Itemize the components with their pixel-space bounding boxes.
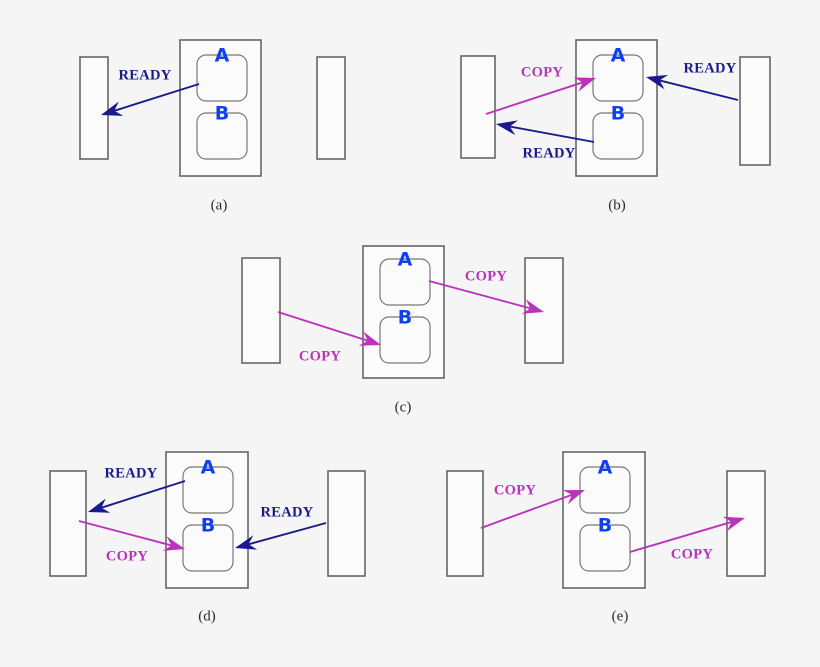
panel-b-arrow-ready-2[interactable]: READY [496, 120, 595, 161]
panel-b-left-host-bar[interactable] [460, 55, 496, 159]
panel-b-arrow-head-1 [646, 74, 669, 90]
panel-e-bottom-node-box[interactable] [579, 524, 631, 572]
panel-e-top-node-box[interactable] [579, 466, 631, 514]
panel-e: A B COPY COPY (e) [446, 451, 766, 624]
panel-a-arrow-head-0 [101, 101, 124, 116]
panel-e-top-node-label: A [598, 457, 613, 479]
panel-a-bottom-node-label: B [215, 103, 229, 125]
panel-a-caption: (a) [211, 197, 228, 213]
panel-b-arrow-shaft-0 [485, 81, 584, 115]
panel-e-arrow-shaft-0 [480, 493, 574, 529]
panel-d-arrow-head-0 [88, 498, 111, 513]
panel-d-arrow-label-0: READY [104, 465, 157, 481]
panel-d-arrow-shaft-2 [78, 520, 173, 547]
panel-b-arrow-head-0 [573, 77, 596, 92]
panel-a-arrow-shaft-0 [113, 83, 200, 112]
panel-b-arrow-head-2 [496, 120, 519, 136]
panel-d-arrow-head-2 [162, 536, 185, 551]
panel-b-arrow-ready-1[interactable]: READY [646, 60, 739, 101]
panel-d-top-node[interactable]: A [182, 457, 234, 514]
panel-b-bottom-node-label: B [611, 103, 625, 125]
panel-e-top-node[interactable]: A [579, 457, 631, 514]
panel-e-arrow-label-0: COPY [494, 482, 537, 498]
panel-e-bottom-node[interactable]: B [579, 515, 631, 572]
panel-a: A B READY (a) [79, 39, 346, 213]
panel-c-bottom-node-box[interactable] [379, 316, 431, 364]
panel-c-arrow-copy-1[interactable]: COPY [277, 311, 381, 364]
panel-d-caption: (d) [198, 608, 216, 624]
panel-b-arrow-shaft-1 [658, 79, 739, 101]
panel-e-arrow-label-1: COPY [671, 546, 714, 562]
panel-b-right-host-bar[interactable] [739, 56, 771, 166]
panel-a-left-host-bar[interactable] [79, 56, 109, 160]
panel-c-arrow-head-0 [521, 299, 544, 314]
panel-b-top-node-label: A [611, 45, 626, 67]
panel-e-arrow-copy-0[interactable]: COPY [480, 482, 585, 529]
panel-b-bottom-node-box[interactable] [592, 112, 644, 160]
panel-b-caption: (b) [608, 197, 626, 213]
panel-d-arrow-shaft-1 [247, 522, 327, 546]
panel-d-arrow-label-1: READY [260, 504, 313, 520]
panel-a-arrow-label-0: READY [118, 67, 171, 83]
panel-e-arrow-shaft-1 [629, 520, 733, 553]
panel-d-arrow-shaft-0 [100, 480, 186, 509]
panel-d-arrow-ready-0[interactable]: READY [88, 465, 186, 513]
panel-e-caption: (e) [612, 608, 629, 624]
panel-e-arrow-head-0 [562, 490, 585, 505]
panel-d: A B READY READY COPY (d) [49, 451, 366, 624]
panel-a-right-host-bar[interactable] [316, 56, 346, 160]
panel-a-bottom-node[interactable]: B [196, 103, 248, 160]
panel-c-bottom-node[interactable]: B [379, 307, 431, 364]
panel-c-caption: (c) [395, 399, 412, 415]
panel-b-arrow-label-1: READY [683, 60, 736, 76]
panel-c-arrow-head-1 [358, 331, 381, 346]
panel-d-bottom-node-label: B [201, 515, 215, 537]
panel-a-arrow-ready-0[interactable]: READY [101, 67, 200, 116]
panel-d-arrow-label-2: COPY [106, 548, 149, 564]
panels-group: A B READY (a) A B COPY READY READY (b) A B COPY COPY (… [49, 39, 771, 624]
panel-d-arrow-head-1 [235, 535, 258, 550]
panel-c-arrow-shaft-0 [428, 280, 532, 310]
panel-c: A B COPY COPY (c) [241, 245, 564, 415]
panel-c-arrow-label-1: COPY [299, 348, 342, 364]
panel-d-arrow-ready-1[interactable]: READY [235, 504, 327, 550]
panel-d-right-host-bar[interactable] [327, 470, 366, 577]
panel-e-left-host-bar[interactable] [446, 470, 484, 577]
panel-a-top-node[interactable]: A [196, 45, 248, 102]
panel-d-bottom-node[interactable]: B [182, 515, 234, 572]
panel-b-arrow-copy-0[interactable]: COPY [485, 64, 596, 115]
panel-a-top-node-label: A [215, 45, 230, 67]
panel-b-arrow-shaft-2 [508, 125, 595, 143]
panel-e-arrow-head-1 [722, 516, 745, 532]
panel-a-bottom-node-box[interactable] [196, 112, 248, 160]
panel-b: A B COPY READY READY (b) [460, 39, 771, 213]
panel-c-bottom-node-label: B [398, 307, 412, 329]
panel-e-arrow-copy-1[interactable]: COPY [629, 516, 745, 563]
panel-c-top-node-label: A [398, 249, 413, 271]
panel-b-arrow-label-2: READY [522, 145, 575, 161]
panel-d-top-node-box[interactable] [182, 466, 234, 514]
panel-b-arrow-label-0: COPY [521, 64, 564, 80]
panel-c-left-host-bar[interactable] [241, 257, 281, 364]
panel-e-bottom-node-label: B [598, 515, 612, 537]
panel-d-arrow-copy-2[interactable]: COPY [78, 520, 185, 564]
panel-b-bottom-node[interactable]: B [592, 103, 644, 160]
panel-c-arrow-label-0: COPY [465, 268, 508, 284]
panel-d-left-host-bar[interactable] [49, 470, 87, 577]
panel-c-arrow-shaft-1 [277, 311, 369, 342]
panel-c-arrow-copy-0[interactable]: COPY [428, 268, 544, 314]
panel-d-top-node-label: A [201, 457, 216, 479]
panel-a-top-node-box[interactable] [196, 54, 248, 102]
